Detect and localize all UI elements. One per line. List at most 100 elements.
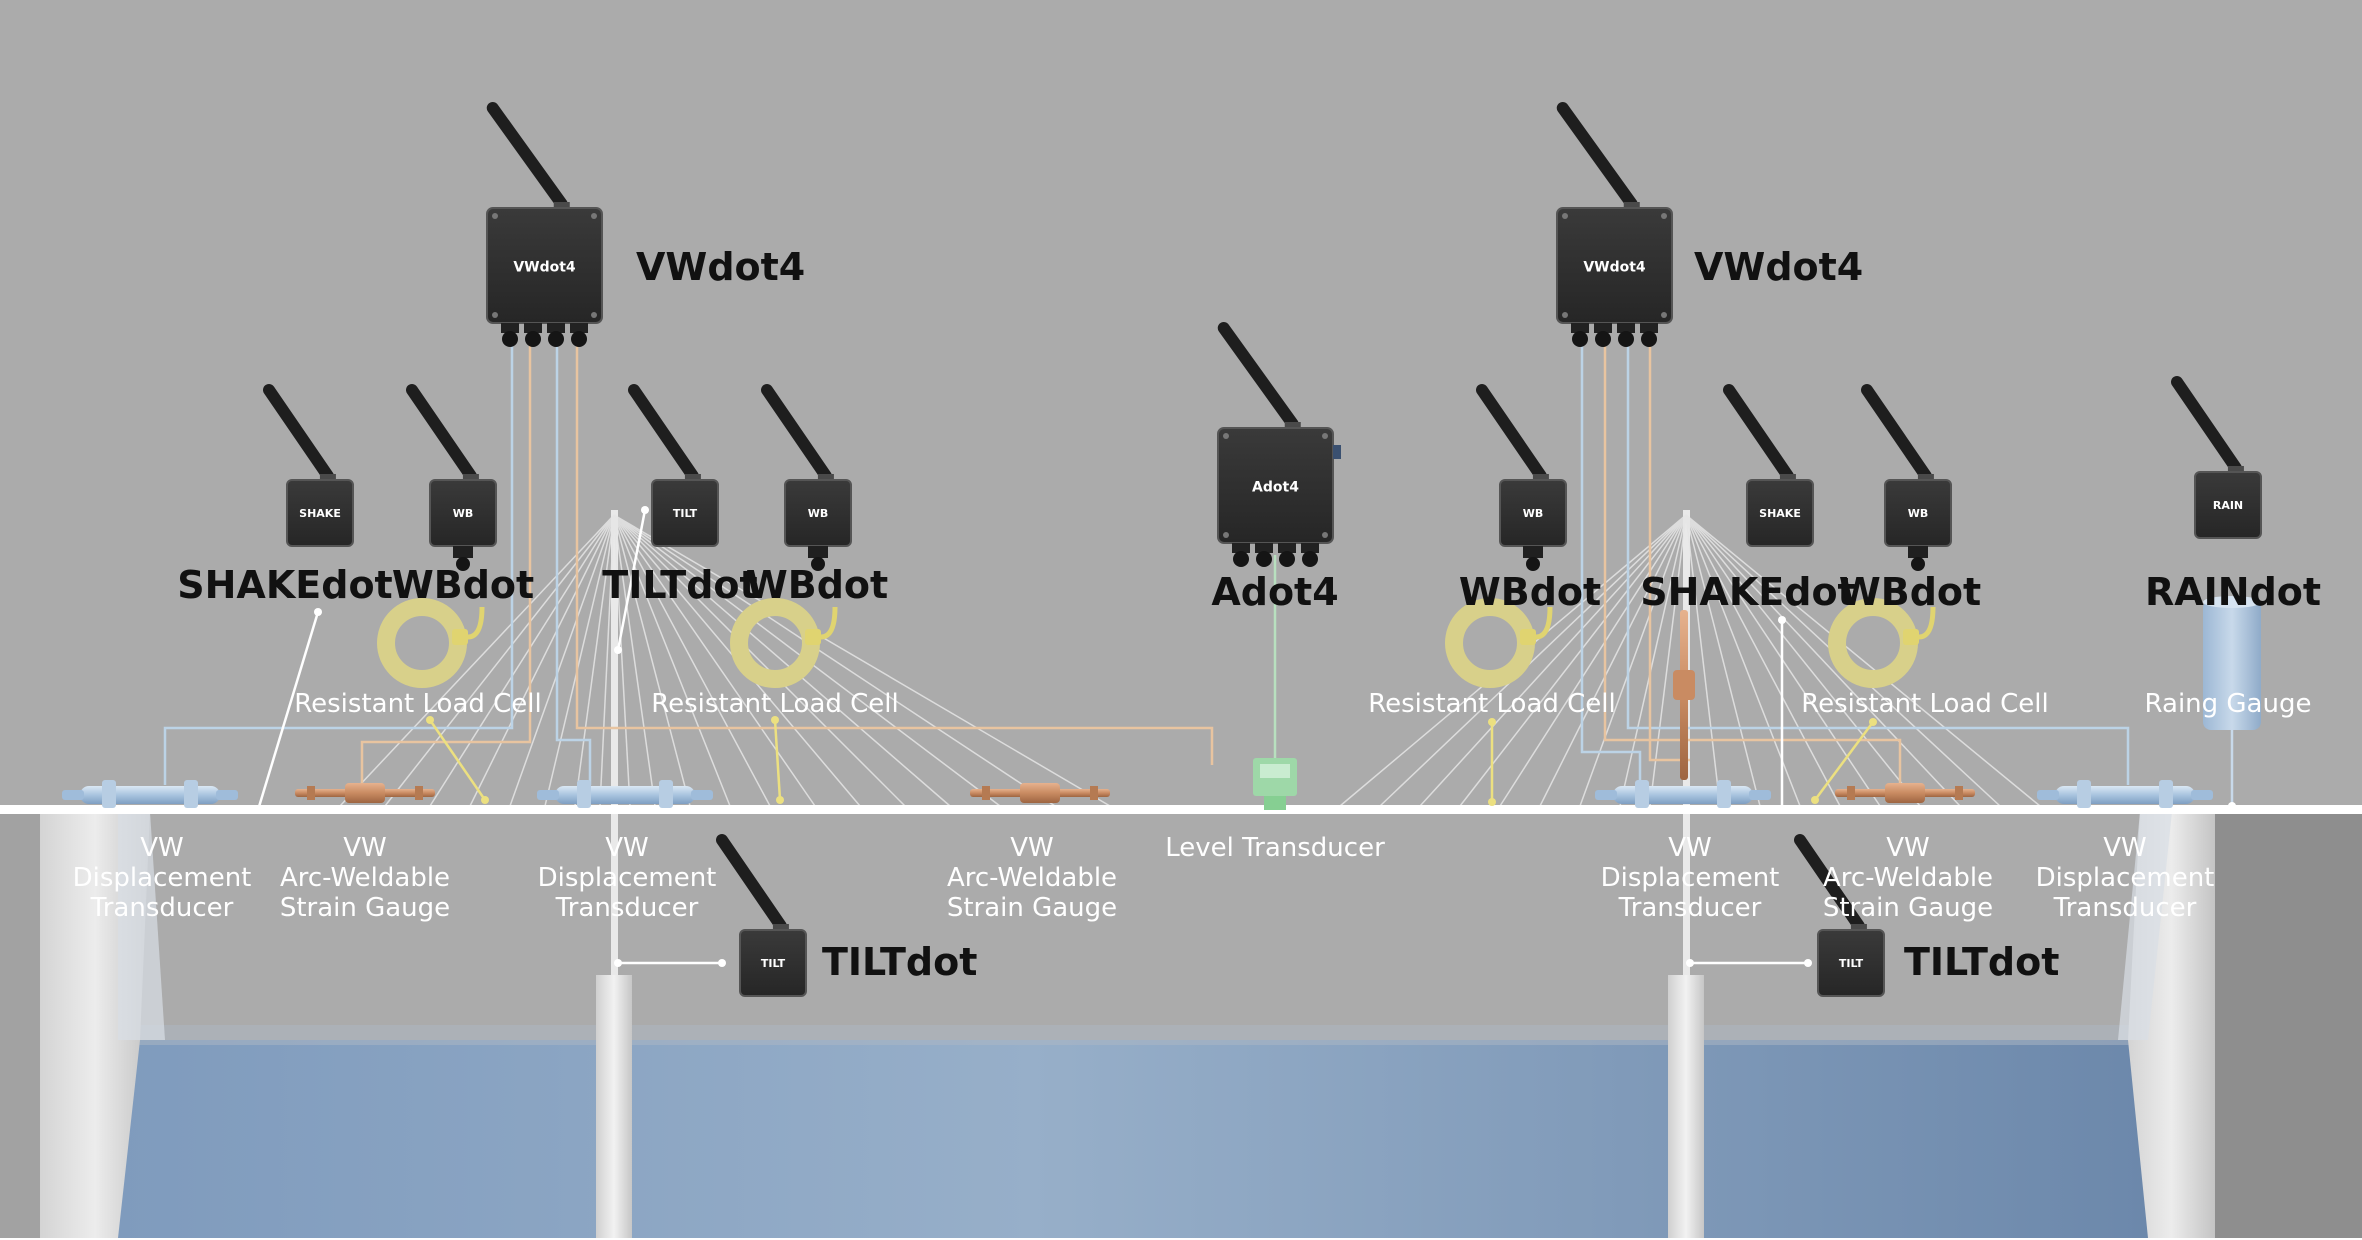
vw-cable-disp1	[163, 338, 514, 785]
wbdot-3: WB	[1476, 384, 1567, 571]
label-level-transducer: Level Transducer	[1165, 833, 1385, 863]
label-raindot: RAINdot	[2145, 570, 2321, 614]
label-disp-2-line: VW	[605, 833, 649, 863]
stay-cable	[544, 514, 615, 807]
wire-node	[718, 959, 726, 967]
sensor-wiring	[163, 338, 2236, 967]
right-abutment	[2118, 812, 2362, 1238]
stay-cable	[613, 514, 816, 807]
stay-cable	[613, 514, 1056, 807]
left-abutment	[40, 812, 165, 1238]
device-logo: Adot4	[1252, 480, 1299, 496]
stay-cable	[613, 514, 731, 807]
shakedot-leader-left	[256, 611, 320, 811]
label-load-cell-3: Resistant Load Cell	[1368, 689, 1616, 719]
device-logo: WB	[1523, 507, 1544, 520]
label-wbdot-2: WBdot	[746, 563, 888, 607]
bridge-deck	[0, 805, 2362, 814]
stay-cable	[1649, 514, 1687, 807]
wire-node	[1778, 806, 1786, 814]
wire-node	[1488, 718, 1496, 726]
wire-node	[1811, 796, 1819, 804]
label-tiltdot-bottom-right: TILTdot	[1904, 940, 2059, 984]
tiltdot-top: TILT	[628, 384, 719, 547]
stay-cable	[1685, 514, 1961, 807]
vw-strain-gauge-icon	[295, 783, 435, 803]
vw-displacement-transducer-icon	[1595, 780, 1771, 808]
stay-cable	[599, 514, 615, 807]
stay-cable	[1685, 514, 1721, 807]
deck-sensors	[62, 596, 2261, 810]
stay-cable	[613, 514, 1111, 807]
vwdot4-left: VWdot4	[486, 102, 603, 347]
tiltdot-bottom-right: TILT	[1794, 834, 1885, 997]
device-logo: TILT	[1839, 957, 1864, 970]
label-load-cell-4: Resistant Load Cell	[1801, 689, 2049, 719]
load-cell-leader-1	[428, 719, 487, 801]
stay-cable	[613, 514, 691, 807]
label-strain-1-line: VW	[343, 833, 387, 863]
label-tiltdot-bottom-left: TILTdot	[822, 940, 977, 984]
pylon-left	[611, 510, 618, 975]
river-water	[118, 1040, 2148, 1238]
label-disp-4-line: Displacement	[2036, 863, 2215, 893]
device-logo: WB	[453, 507, 474, 520]
ground-strip	[0, 1238, 2362, 1240]
resistant-load-cell-icon	[1445, 598, 1553, 688]
vwdot4-right: VWdot4	[1556, 102, 1673, 347]
left-edge-ground	[0, 812, 40, 1238]
wbdot-4: WB	[1861, 384, 1952, 571]
vw-cable-disp2	[555, 338, 592, 785]
stay-cable	[613, 514, 631, 807]
label-disp-4-line: Transducer	[2053, 893, 2197, 923]
load-cell-leader-2	[773, 719, 782, 801]
strain-cable-2	[575, 338, 1214, 765]
wire-node	[426, 716, 434, 724]
label-strain-1-line: Strain Gauge	[280, 893, 450, 923]
device-logo: TILT	[761, 957, 786, 970]
wire-node	[1804, 959, 1812, 967]
pier-left	[596, 975, 632, 1238]
wire-node	[641, 506, 649, 514]
wbdot-1: WB	[406, 384, 497, 571]
load-cell-leader-4	[1813, 721, 1875, 801]
wire-node	[481, 796, 489, 804]
strain-cable-pylon	[1648, 338, 1690, 762]
stay-cable	[1685, 514, 1841, 807]
vw-strain-gauge-icon	[1835, 783, 1975, 803]
wire-node	[254, 806, 262, 814]
label-strain-3-line: VW	[1886, 833, 1930, 863]
label-strain-2-line: Strain Gauge	[947, 893, 1117, 923]
device-logo: SHAKE	[1759, 507, 1801, 520]
stay-cable	[1459, 514, 1687, 807]
label-tiltdot-top: TILTdot	[602, 563, 757, 607]
shakedot-right: SHAKE	[1723, 384, 1814, 547]
wire-node	[1778, 616, 1786, 624]
stay-cable	[613, 514, 771, 807]
wire-node	[1869, 718, 1877, 726]
vw-strain-gauge-vertical-icon	[1673, 610, 1695, 780]
label-wbdot-3: WBdot	[1459, 570, 1601, 614]
stay-cable	[613, 514, 906, 807]
stay-cable	[574, 514, 615, 807]
strain-cable-3	[1603, 338, 1902, 790]
resistant-load-cell-icon	[1828, 598, 1936, 688]
vw-displacement-transducer-icon	[2037, 780, 2213, 808]
vw-cable-disp4	[1626, 338, 2130, 785]
stay-cable	[339, 514, 615, 807]
label-shakedot-left: SHAKEdot	[177, 563, 392, 607]
stay-cable	[1539, 514, 1687, 807]
stay-cable	[1499, 514, 1687, 807]
wire-node	[1488, 798, 1496, 806]
device-logo: TILT	[673, 507, 698, 520]
wire-node	[614, 646, 622, 654]
label-disp-1-line: VW	[140, 833, 184, 863]
label-adot4: Adot4	[1211, 570, 1338, 614]
pier-right	[1668, 975, 1704, 1238]
stay-cable	[613, 514, 951, 807]
wire-node	[314, 608, 322, 616]
stay-cable	[1379, 514, 1687, 807]
label-strain-2-line: Arc-Weldable	[947, 863, 1117, 893]
label-disp-2-line: Transducer	[555, 893, 699, 923]
